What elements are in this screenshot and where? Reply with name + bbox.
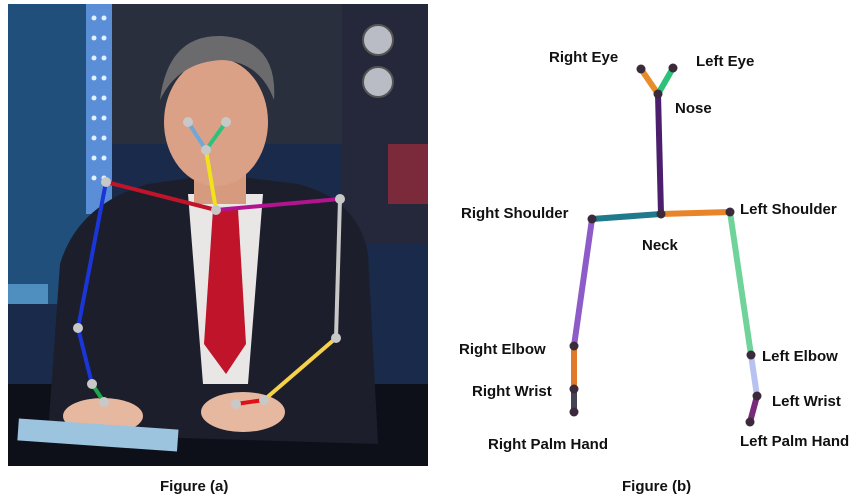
joint-left-palm: [745, 417, 755, 427]
photo-joint-r-wr: [87, 379, 97, 389]
photo-joint-l-palm: [231, 399, 241, 409]
photo-limb-r-sh-to-r-el: [76, 180, 108, 330]
joint-left-eye: [668, 63, 678, 73]
joint-left-elbow: [746, 350, 756, 360]
photo-with-pose-overlay: [8, 4, 428, 466]
photo-joint-l-sh: [335, 194, 345, 204]
limb-left-shoulder-to-left-elbow: [727, 209, 754, 358]
photo-joints: [73, 117, 345, 409]
photo-joint-r-el: [73, 323, 83, 333]
label-neck: Neck: [642, 237, 679, 254]
label-left-shoulder: Left Shoulder: [740, 201, 837, 218]
joint-neck: [656, 209, 666, 219]
joint-nose: [653, 89, 663, 99]
paper-on-desk: [17, 418, 179, 452]
photo-limb-neck-to-l-sh: [214, 197, 342, 212]
label-left-elbow: Left Elbow: [762, 348, 838, 365]
label-left-palm-hand: Left Palm Hand: [740, 433, 849, 450]
limb-nose-to-neck: [655, 91, 664, 217]
label-right-palm-hand: Right Palm Hand: [488, 436, 608, 453]
label-left-eye: Left Eye: [696, 53, 754, 70]
joint-right-elbow: [569, 341, 579, 351]
photo-joint-left-eye: [221, 117, 231, 127]
label-right-eye: Right Eye: [549, 49, 618, 66]
wall-clock-top: [362, 24, 394, 56]
joint-right-shoulder: [587, 214, 597, 224]
limb-neck-to-left-shoulder: [658, 209, 733, 217]
joint-right-eye: [636, 64, 646, 74]
joint-left-shoulder: [725, 207, 735, 217]
photo-limb-left-eye-to-nose: [204, 120, 228, 152]
joint-left-wrist: [752, 391, 762, 401]
photo-joint-r-sh: [101, 177, 111, 187]
limb-right-eye-to-nose: [638, 66, 661, 97]
photo-joint-l-wr: [259, 395, 269, 405]
tie: [204, 209, 246, 374]
caption-figure-a: Figure (a): [160, 478, 229, 495]
right-hand: [201, 392, 285, 432]
limb-left-elbow-to-left-wrist: [748, 352, 760, 399]
desk-edge-light: [8, 284, 48, 304]
photo-limb-r-el-to-r-wr: [76, 326, 94, 386]
photo-joint-right-eye: [183, 117, 193, 127]
photo-joint-r-palm: [99, 397, 109, 407]
photo-limb-right-eye-to-nose: [186, 120, 208, 152]
limb-left-eye-to-nose: [655, 65, 676, 97]
keypoint-diagram: Right Eye Left Eye Nose Right Shoulder L…: [459, 49, 849, 453]
label-nose: Nose: [675, 100, 712, 117]
joint-right-wrist: [569, 384, 579, 394]
label-right-elbow: Right Elbow: [459, 341, 546, 358]
caption-figure-b: Figure (b): [622, 478, 692, 495]
diagram-joints: [569, 63, 762, 427]
photo-joint-nose: [201, 145, 211, 155]
label-right-wrist: Right Wrist: [472, 383, 552, 400]
limb-neck-to-right-shoulder: [589, 211, 664, 222]
photo-limb-l-el-to-l-wr: [262, 336, 338, 402]
limb-right-shoulder-to-right-elbow: [571, 216, 595, 349]
face: [164, 58, 268, 186]
hair: [160, 35, 275, 100]
photo-limb-l-sh-to-l-el: [334, 197, 342, 340]
label-right-shoulder: Right Shoulder: [461, 205, 569, 222]
red-glow: [388, 144, 428, 204]
photo-limb-nose-to-neck: [204, 148, 218, 212]
photo-joint-neck: [211, 205, 221, 215]
joint-right-palm: [569, 407, 579, 417]
photo-joint-l-el: [331, 333, 341, 343]
label-left-wrist: Left Wrist: [772, 393, 841, 410]
photo-limb-neck-to-r-sh: [104, 180, 218, 212]
wall-clock-bottom: [362, 66, 394, 98]
